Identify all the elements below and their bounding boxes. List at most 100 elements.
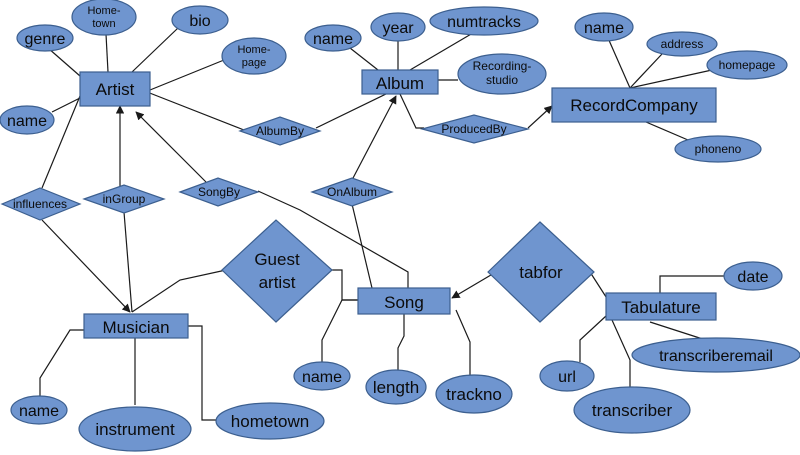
entity-musician: Musician xyxy=(83,313,189,339)
relationship-ingroup: inGroup xyxy=(82,184,166,214)
edge-album-name xyxy=(349,47,379,71)
attribute-song-length: length xyxy=(365,369,427,405)
edge-album-producedby xyxy=(399,93,424,129)
attribute-musician-hometown-label: hometown xyxy=(231,412,309,431)
edge-songby-song xyxy=(257,190,409,288)
relationship-ingroup-label: inGroup xyxy=(103,192,146,206)
attribute-artist-bio: bio xyxy=(171,5,229,35)
edge-songby-artist xyxy=(135,111,207,183)
edge-guest-musician xyxy=(131,269,227,313)
edge-albumby-album xyxy=(315,93,387,129)
attribute-tab-transcriber-label: transcriber xyxy=(592,401,673,420)
entity-song: Song xyxy=(357,287,451,315)
entity-album: Album xyxy=(361,69,439,95)
attribute-musician-name-label: name xyxy=(19,403,59,420)
attribute-artist-homepage-line2: page xyxy=(242,57,266,69)
relationship-guestartist: Guest artist xyxy=(221,219,333,323)
edge-song-trackno xyxy=(455,309,471,376)
edge-tab-url xyxy=(579,315,607,362)
attribute-artist-bio-label: bio xyxy=(189,13,210,30)
attribute-song-trackno: trackno xyxy=(435,374,513,414)
relationship-tabfor-label: tabfor xyxy=(519,263,563,282)
attribute-artist-name: name xyxy=(0,105,55,135)
attribute-album-year-label: year xyxy=(382,20,414,37)
edge-producedby-rc xyxy=(527,105,553,129)
attribute-musician-name: name xyxy=(10,395,68,425)
attribute-rc-phoneno-label: phoneno xyxy=(695,142,742,156)
attribute-song-name: name xyxy=(293,361,351,391)
connectors xyxy=(39,27,726,421)
relationship-tabfor: tabfor xyxy=(487,221,595,323)
relationship-songby-label: SongBy xyxy=(198,185,240,199)
attribute-rc-name-label: name xyxy=(584,20,624,37)
attribute-tab-url-label: url xyxy=(558,369,576,386)
relationship-influences-label: influences xyxy=(13,197,67,211)
relationship-onalbum: OnAlbum xyxy=(310,177,394,207)
entity-song-label: Song xyxy=(384,293,424,312)
entity-album-label: Album xyxy=(376,74,424,93)
attribute-album-recordingstudio: Recording- studio xyxy=(457,53,547,95)
attribute-rc-homepage-label: homepage xyxy=(719,58,776,72)
attribute-tab-date: date xyxy=(723,261,783,291)
attribute-artist-name-label: name xyxy=(7,113,47,130)
edge-rc-phoneno xyxy=(645,121,689,141)
edge-rc-address xyxy=(629,53,663,89)
edge-album-numtracks xyxy=(409,29,479,71)
edge-tab-transcriber xyxy=(611,319,631,392)
entity-artist: Artist xyxy=(79,71,151,107)
attribute-artist-homepage: Home- page xyxy=(221,37,287,75)
edge-song-length xyxy=(397,313,405,374)
attribute-musician-hometown: hometown xyxy=(215,402,325,440)
entity-recordcompany: RecordCompany xyxy=(551,87,717,123)
edge-influences-musician xyxy=(41,219,131,313)
edge-musician-hometown xyxy=(188,325,222,421)
attribute-tab-transcriberemail-label: transcriberemail xyxy=(659,348,773,365)
attribute-rc-address: address xyxy=(646,31,718,57)
entity-artist-label: Artist xyxy=(96,80,135,99)
edge-tabfor-song xyxy=(451,271,497,299)
entity-recordcompany-label: RecordCompany xyxy=(570,96,698,115)
attribute-song-trackno-label: trackno xyxy=(446,385,502,404)
edge-artist-hometown xyxy=(105,33,109,73)
edge-tab-date xyxy=(659,275,726,293)
edge-onalbum-song xyxy=(351,203,373,289)
edge-influences-artist xyxy=(41,95,81,189)
attribute-artist-homepage-line1: Home- xyxy=(237,44,270,56)
entity-musician-label: Musician xyxy=(102,318,169,337)
attribute-album-numtracks-label: numtracks xyxy=(447,14,521,31)
relationship-guestartist-line2: artist xyxy=(259,273,296,292)
attribute-artist-genre: genre xyxy=(16,24,74,52)
attribute-rc-name: name xyxy=(574,12,634,42)
relationship-albumby-label: AlbumBy xyxy=(256,124,304,138)
relationship-albumby: AlbumBy xyxy=(238,116,322,146)
edge-artist-bio xyxy=(131,27,179,73)
edge-rc-homepage xyxy=(629,69,713,89)
attribute-tab-transcriberemail: transcriberemail xyxy=(631,337,800,373)
attribute-album-year: year xyxy=(370,12,426,42)
relationship-influences: influences xyxy=(0,187,82,221)
attribute-rc-phoneno: phoneno xyxy=(674,135,762,163)
attribute-album-numtracks: numtracks xyxy=(429,6,539,36)
edge-albumby-artist xyxy=(141,88,245,131)
attribute-tab-date-label: date xyxy=(737,269,768,286)
attribute-tab-url: url xyxy=(539,360,595,392)
attribute-musician-instrument-label: instrument xyxy=(95,420,175,439)
entity-tabulature-label: Tabulature xyxy=(621,298,700,317)
edge-tabfor-tab xyxy=(589,271,609,301)
relationship-songby: SongBy xyxy=(178,177,260,207)
edge-musician-name xyxy=(39,329,84,398)
attribute-song-length-label: length xyxy=(373,378,419,397)
attribute-rc-homepage: homepage xyxy=(706,50,788,80)
edge-artist-genre xyxy=(47,47,81,77)
relationship-guestartist-line1: Guest xyxy=(254,250,300,269)
entity-tabulature: Tabulature xyxy=(605,292,717,321)
edge-ingroup-musician xyxy=(123,211,133,313)
attribute-album-recordingstudio-line2: studio xyxy=(486,73,518,87)
attribute-artist-hometown: Home- town xyxy=(71,0,137,36)
edge-guest-song xyxy=(330,269,358,301)
attribute-tab-transcriber: transcriber xyxy=(573,386,691,434)
attribute-album-recordingstudio-line1: Recording- xyxy=(473,59,532,73)
attribute-album-name: name xyxy=(304,24,362,52)
